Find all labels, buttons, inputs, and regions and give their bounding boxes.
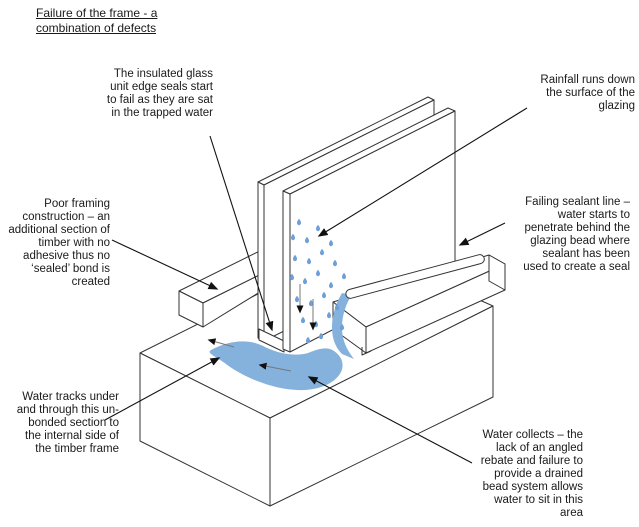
leader-rainfall	[317, 107, 528, 237]
leader-water-collects	[307, 376, 473, 464]
flow-arrow-left-1	[207, 338, 235, 348]
bead-notch	[361, 347, 372, 356]
note-failing-sealant: Failing sealant line – water starts to p…	[523, 196, 630, 273]
note-rainfall: Rainfall runs down the surface of the gl…	[540, 74, 635, 112]
flow-arrows	[207, 284, 317, 372]
leader-water-tracks	[104, 357, 221, 421]
sealant-strip	[345, 254, 485, 299]
note-water-tracks: Water tracks under and through this un- …	[16, 391, 119, 455]
leader-poor-framing	[111, 239, 219, 290]
edge-seal-spacer	[258, 328, 285, 353]
figure-title: Failure of the frame - a combination of …	[36, 6, 158, 35]
note-poor-framing: Poor framing construction – an additiona…	[8, 198, 110, 288]
note-insulated-glass: The insulated glass unit edge seals star…	[106, 68, 213, 119]
leader-arrows	[104, 107, 528, 464]
leader-insulated-glass	[209, 135, 274, 332]
glass-pane-inner	[282, 107, 456, 353]
note-water-collects: Water collects – the lack of an angled r…	[480, 429, 583, 519]
leader-failing-sealant	[458, 222, 506, 246]
flow-arrow-left-2	[258, 362, 292, 372]
